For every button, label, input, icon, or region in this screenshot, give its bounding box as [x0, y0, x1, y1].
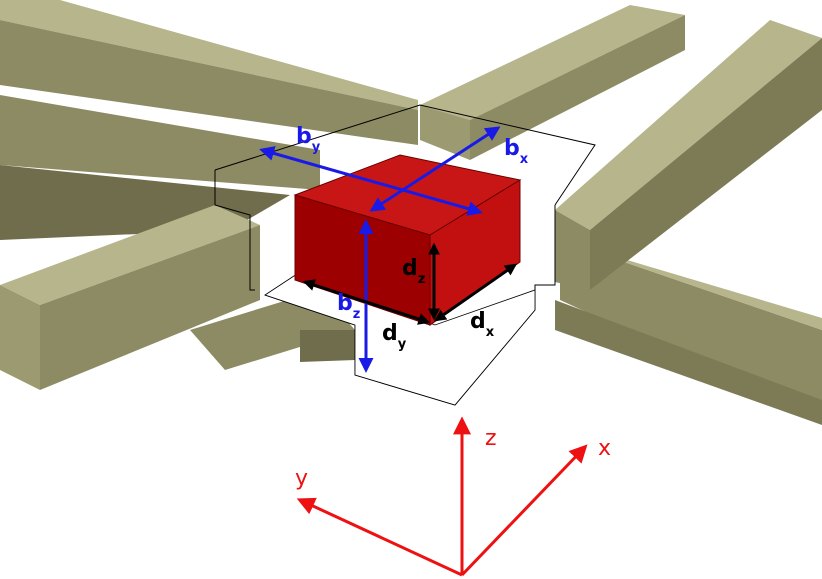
label-by: by	[296, 124, 321, 155]
coordinate-axes	[296, 416, 588, 577]
axis-y-line	[296, 497, 463, 577]
axis-x-line	[460, 444, 588, 577]
axis-y-label: y	[295, 466, 308, 491]
beam-upper-right-rail	[555, 20, 822, 290]
label-dz: dz	[402, 256, 425, 287]
label-dx: dx	[470, 309, 495, 340]
axis-z-label: z	[485, 426, 497, 451]
arrow-dy	[302, 279, 431, 325]
beam-right-lower	[560, 240, 822, 420]
arrow-dx	[434, 263, 517, 322]
axis-x-label: x	[598, 436, 611, 461]
label-dy: dy	[382, 321, 407, 352]
beam-front-left	[0, 205, 260, 390]
arrow-by	[259, 146, 483, 216]
beam-back-left	[0, 0, 418, 145]
dimension-arrows-d	[302, 242, 517, 325]
beam-lower-right	[555, 300, 822, 425]
label-bz: bz	[337, 291, 360, 322]
label-bx: bx	[504, 136, 529, 167]
